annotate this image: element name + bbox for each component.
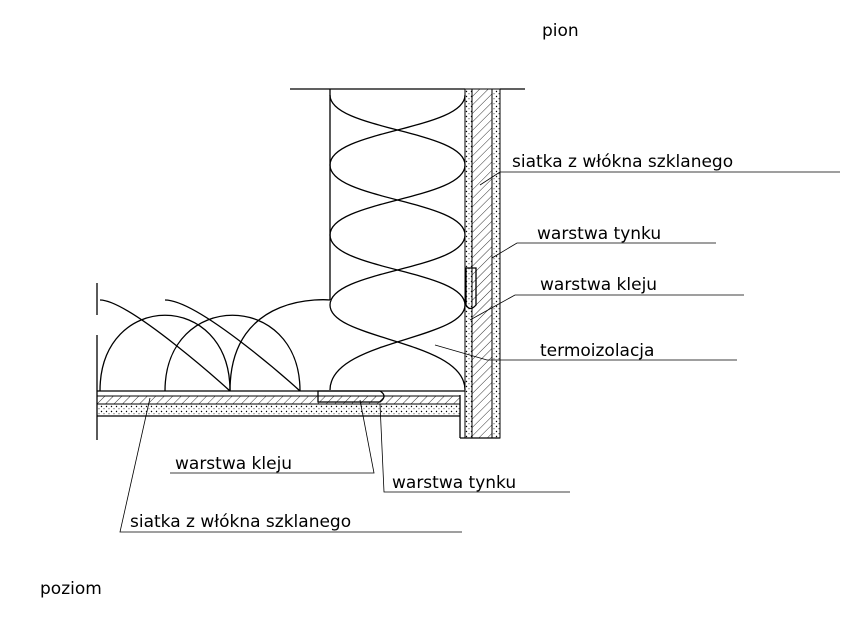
leader-lines	[119, 171, 840, 533]
view-title-vertical: pion	[542, 21, 579, 41]
vertical-finish-layers	[459, 88, 501, 439]
insulation-horizontal-block	[96, 283, 465, 440]
horizontal-finish-layers	[96, 390, 461, 417]
insulation-vertical-block	[290, 88, 525, 391]
view-title-horizontal: poziom	[40, 579, 102, 599]
label-mesh-horizontal: siatka z włókna szklanego	[130, 512, 351, 532]
label-adhesive-horizontal: warstwa kleju	[175, 454, 292, 474]
label-insulation: termoizolacja	[540, 341, 654, 361]
label-plaster-vertical: warstwa tynku	[537, 224, 661, 244]
label-plaster-horizontal: warstwa tynku	[392, 473, 516, 493]
label-adhesive-vertical: warstwa kleju	[540, 275, 657, 295]
label-mesh-vertical: siatka z włókna szklanego	[512, 152, 733, 172]
